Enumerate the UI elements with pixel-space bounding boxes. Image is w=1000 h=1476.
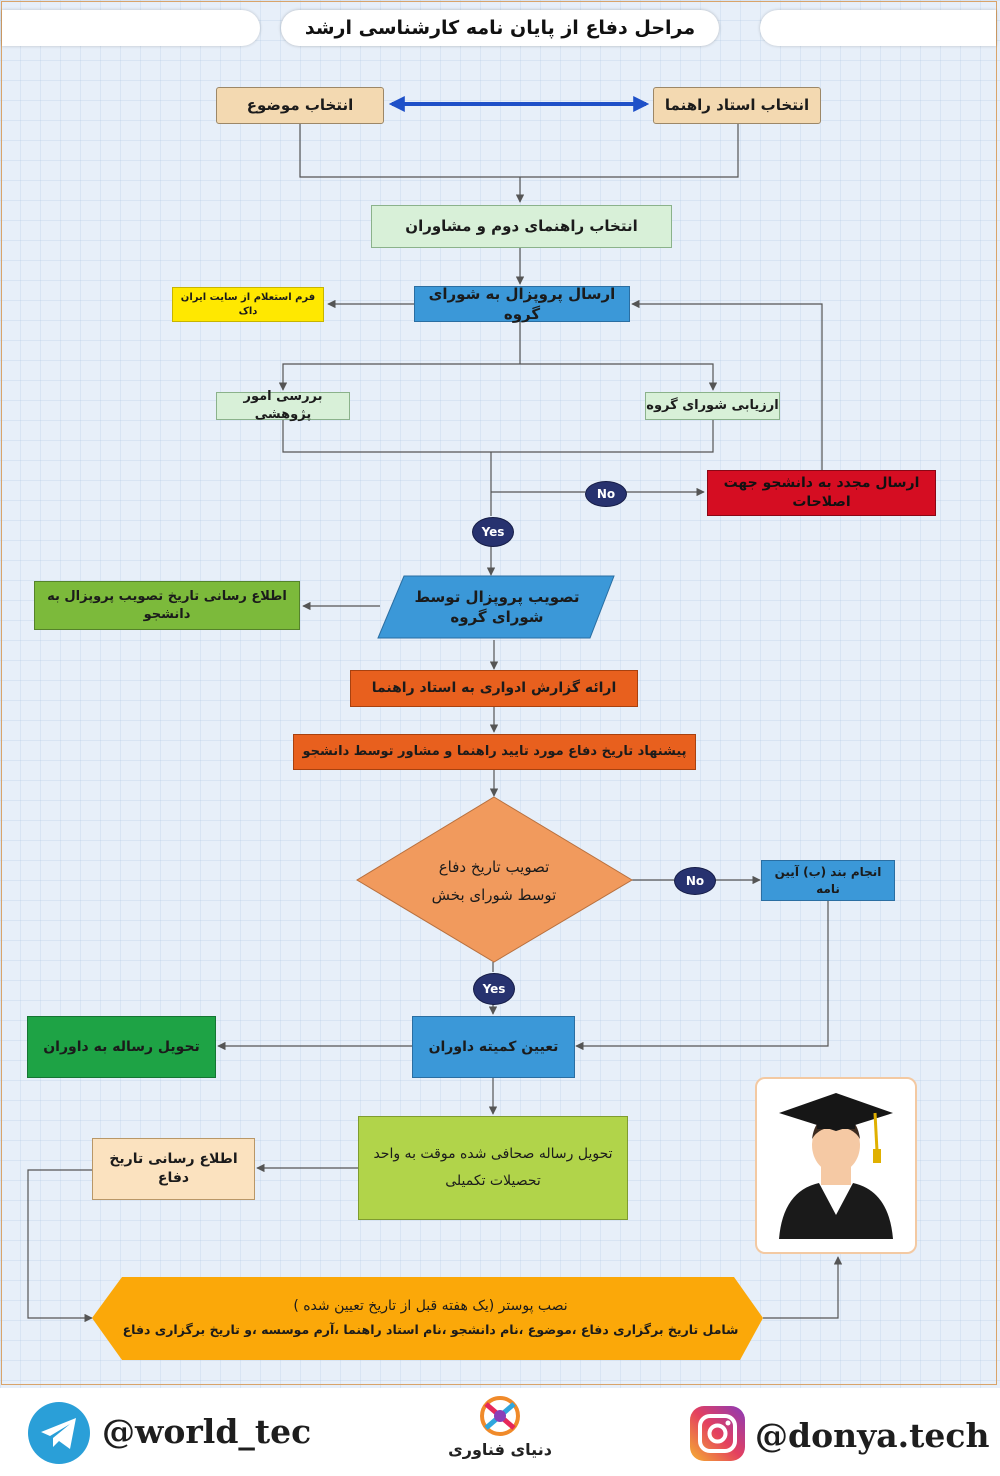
- instagram-handle[interactable]: @donya.tech: [755, 1416, 990, 1455]
- poster-line-2: شامل تاریخ برگزاری دفاع ،موضوع ،نام دانش…: [122, 1322, 739, 1337]
- node-periodic-report: ارائه گزارش ادواری به استاد راهنما: [350, 670, 638, 707]
- node-decision-approve-date: تصویب تاریخ دفاع توسط شورای بخش: [407, 850, 581, 912]
- node-council-eval: ارزیابی شورای گروه: [645, 392, 780, 420]
- node-notify-defense-date: اطلاع رسانی تاریخ دفاع: [92, 1138, 255, 1200]
- node-select-topic: انتخاب موضوع: [216, 87, 384, 124]
- decision-line-2: توسط شورای بخش: [431, 886, 557, 904]
- node-select-advisor: انتخاب استاد راهنما: [653, 87, 821, 124]
- graduate-card: [755, 1077, 917, 1254]
- telegram-handle[interactable]: @world_tec: [102, 1412, 312, 1451]
- decision-line-1: تصویب تاریخ دفاع: [438, 857, 550, 876]
- outer-frame: [1, 1, 997, 1385]
- deliver-thesis-line-1: تحویل رساله صحافی شده موقت به واحد: [373, 1146, 613, 1163]
- node-research-review: بررسی امور پژوهشی: [216, 389, 350, 422]
- node-referee-committee: تعیین کمیته داوران: [412, 1016, 575, 1078]
- brand-name: دنیای فناوری: [448, 1440, 552, 1459]
- telegram-link[interactable]: [28, 1402, 90, 1464]
- graduate-icon: [779, 1093, 893, 1239]
- node-irandoc-form: فرم استعلام از سایت ایران داک: [172, 287, 324, 322]
- node-send-proposal: ارسال پروپزال به شورای گروه: [414, 285, 630, 323]
- label-no-2: No: [674, 867, 716, 895]
- instagram-link[interactable]: [690, 1406, 745, 1461]
- label-no-1: No: [585, 481, 627, 507]
- label-yes-2: Yes: [473, 973, 515, 1005]
- node-install-poster: نصب پوستر (یک هفته قبل از تاریخ تعیین شد…: [108, 1282, 753, 1354]
- label-yes-1: Yes: [472, 517, 514, 547]
- poster-line-1: نصب پوستر (یک هفته قبل از تاریخ تعیین شد…: [293, 1298, 568, 1315]
- node-notify-proposal-date: اطلاع رسانی تاریخ تصویب پروپزال به دانشج…: [34, 581, 300, 630]
- node-deliver-thesis: تحویل رساله صحافی شده موقت به واحد تحصیل…: [358, 1116, 628, 1220]
- title-bar-left: [2, 10, 260, 46]
- node-clause-b: انجام بند (ب) آیین نامه: [761, 860, 895, 901]
- node-resend-corrections: ارسال مجدد به دانشجو جهت اصلاحات: [707, 470, 936, 516]
- telegram-icon: [41, 1418, 76, 1449]
- node-suggest-defense-date: پیشنهاد تاریخ دفاع مورد تایید راهنما و م…: [293, 734, 696, 770]
- title-bar-right: [760, 10, 996, 46]
- node-approve-proposal: تصویب پروپزال توسط شورای گروه: [414, 587, 580, 626]
- brand-logo: دنیای فناوری: [440, 1392, 560, 1472]
- footer: @world_tec دنیای فناوری @donya.tech: [0, 1388, 1000, 1476]
- brand-logo-icon: [480, 1396, 520, 1436]
- node-deliver-to-referees: تحویل رساله به داوران: [27, 1016, 216, 1078]
- page-title: مراحل دفاع از پایان نامه کارشناسی ارشد: [281, 10, 719, 46]
- instagram-icon: [698, 1414, 737, 1453]
- deliver-thesis-line-2: تحصیلات تکمیلی: [445, 1173, 541, 1189]
- node-second-advisor: انتخاب راهنمای دوم و مشاوران: [371, 205, 672, 248]
